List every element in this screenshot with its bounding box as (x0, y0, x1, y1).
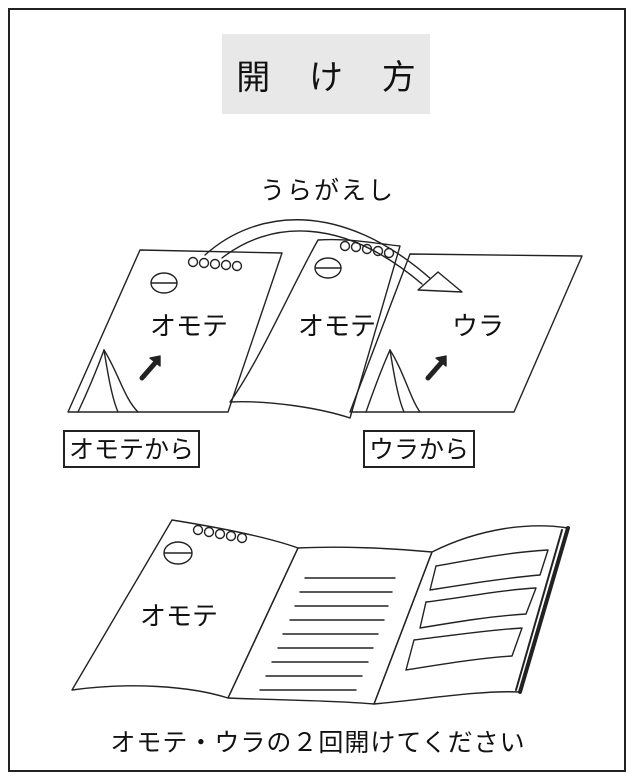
middle-sheet-label: オモテ (298, 312, 377, 342)
front-sheet-drawing (67, 249, 283, 413)
flip-label: うらがえし (260, 176, 396, 205)
back-sheet-drawing (349, 253, 583, 413)
open-from-back-label: ウラから (363, 430, 476, 468)
open-from-front-label: オモテから (63, 430, 201, 468)
instruction-caption: オモテ・ウラの２回開けてください (110, 728, 526, 757)
middle-sheet-drawing (229, 238, 401, 419)
booklet-drawing (71, 519, 570, 705)
flip-arrow (204, 219, 463, 293)
front-sheet-label: オモテ (150, 312, 229, 342)
booklet-front-label: オモテ (140, 602, 219, 632)
page-title: 開 け 方 (222, 34, 430, 114)
back-sheet-label: ウラ (452, 312, 505, 342)
